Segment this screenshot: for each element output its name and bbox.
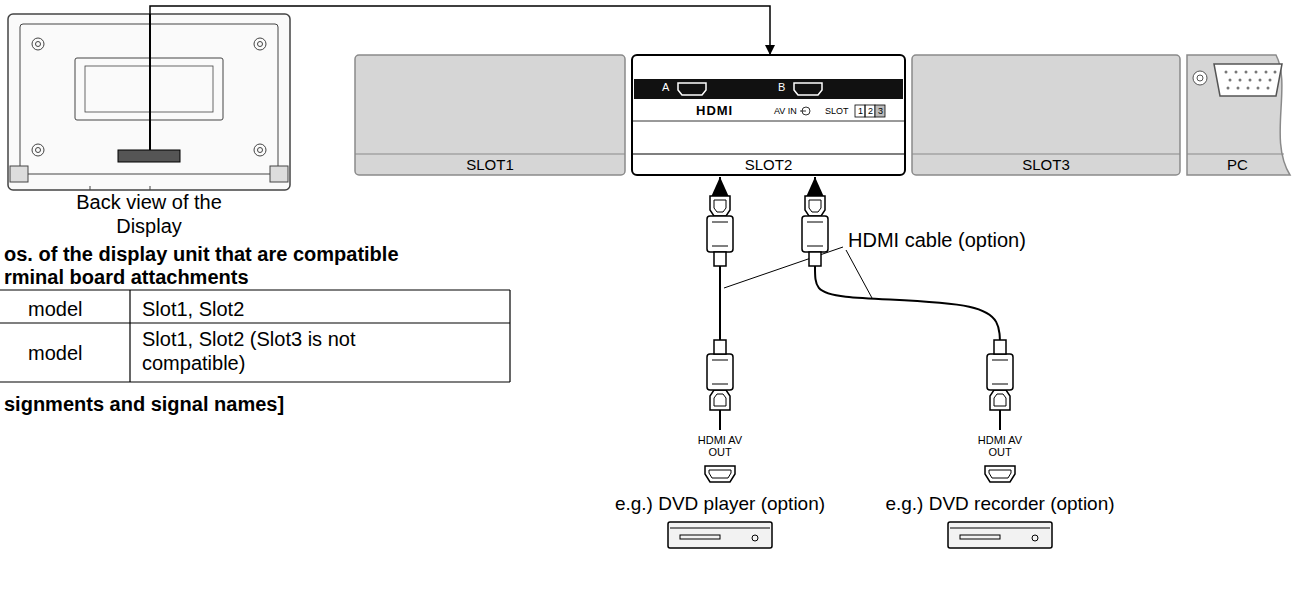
dvd-recorder: HDMI AV OUT e.g.) DVD recorder (option) [885, 430, 1115, 555]
node-text: HDMI AV OUT [974, 435, 1026, 458]
node-text: e.g.) DVD recorder (option) [885, 493, 1115, 516]
node-text: e.g.) DVD player (option) [605, 493, 835, 516]
slot-label: SLOT3 [912, 156, 1180, 174]
pc-panel: PC [1187, 55, 1287, 175]
node-text: B [778, 81, 785, 94]
table-cell: model [28, 297, 82, 321]
slot-panel: A B HDMI AV IN SLOT 123SLOT2 [632, 55, 905, 175]
node-text: SLOT [825, 106, 849, 117]
leader-line [724, 247, 872, 298]
heading-text: os. of the display unit that are compati… [4, 242, 399, 266]
node-text: HDMI AV OUT [694, 435, 746, 458]
node-text: 2 [868, 106, 873, 117]
table-cell: Slot1, Slot2 (Slot3 is not compatible) [142, 327, 392, 375]
dvd-player: HDMI AV OUT e.g.) DVD player (option) [605, 430, 835, 555]
table-grid [0, 290, 510, 382]
hdmi-cable [815, 177, 1000, 430]
display-back: Back view of the Display [8, 14, 290, 190]
slot-label: Back view of the Display [64, 190, 234, 238]
node-text: A [662, 81, 669, 94]
slot-label: SLOT2 [632, 156, 905, 174]
node-text: AV IN [774, 106, 797, 117]
node-text: HDMI [696, 103, 733, 119]
slot-panel: SLOT1 [355, 55, 625, 175]
display-back [8, 14, 290, 190]
slot-label: SLOT1 [355, 156, 625, 174]
terminal-panel [355, 55, 1290, 175]
node-text: 3 [878, 106, 883, 117]
heading-text: signments and signal names] [4, 392, 284, 416]
heading-text: rminal board attachments [4, 265, 249, 289]
cable-label: HDMI cable (option) [848, 228, 1026, 252]
table-cell: Slot1, Slot2 [142, 297, 244, 321]
node-text: 1 [858, 106, 863, 117]
table-cell: model [28, 341, 82, 365]
slot-label: PC [1227, 156, 1248, 174]
slot-panel: SLOT3 [912, 55, 1180, 175]
connection-arrow [150, 6, 770, 55]
